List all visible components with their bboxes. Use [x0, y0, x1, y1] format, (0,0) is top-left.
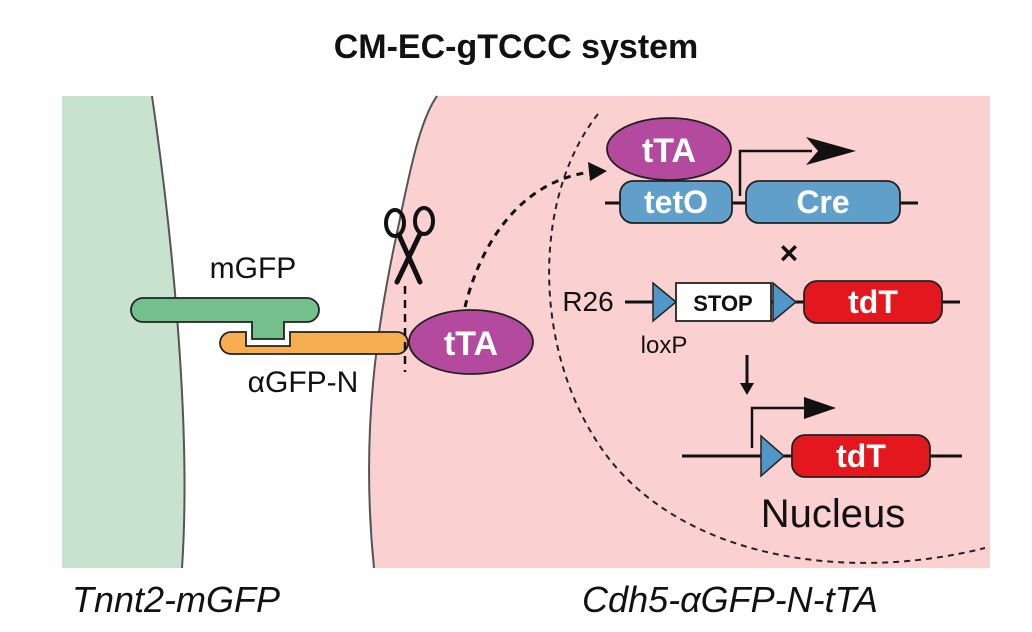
left-cell-label: Tnnt2-mGFP [72, 579, 280, 620]
tdt-element-after [791, 434, 931, 478]
tdt-transcription-arrowhead [804, 397, 836, 419]
nucleus-label: Nucleus [761, 492, 906, 536]
loxp-site-left [652, 281, 678, 323]
loxp-site-remaining [760, 434, 786, 478]
cardiomyocyte-membrane [151, 95, 186, 569]
translocation-arrow [463, 170, 593, 308]
teto-label: tetO [644, 184, 708, 220]
diagram-title: CM-EC-gTCCC system [334, 28, 699, 66]
tdt-element-before [803, 280, 943, 324]
cre-element [745, 180, 901, 224]
cardiomyocyte-cell [62, 96, 185, 568]
scissors-icon [384, 206, 435, 285]
cre-transcription-arrowhead [806, 137, 856, 165]
agfp-n-label: αGFP-N [248, 366, 359, 399]
mgfp-protein [130, 297, 320, 323]
tta-membrane-label: tTA [444, 325, 498, 363]
stop-label: STOP [693, 291, 753, 316]
mgfp-label: mGFP [210, 252, 297, 285]
tta-bound-protein [606, 117, 732, 181]
stop-cassette [675, 282, 772, 322]
tdt-label-before: tdT [848, 284, 898, 320]
translocation-arrowhead [588, 162, 607, 181]
nucleus-boundary [548, 113, 986, 564]
right-cell-label: Cdh5-αGFP-N-tTA [582, 579, 878, 620]
recombination-arrowhead [740, 383, 754, 395]
endothelial-membrane [368, 95, 438, 569]
cre-label: Cre [796, 184, 849, 220]
cre-transcription-arrow [738, 149, 812, 196]
teto-element [619, 180, 733, 224]
loxp-label: loxP [641, 332, 688, 359]
r26-label: R26 [562, 286, 613, 317]
tta-membrane-protein [408, 309, 534, 375]
cross-symbol: × [780, 235, 799, 271]
tta-bound-label: tTA [642, 132, 696, 170]
agfp-n-protein [219, 331, 409, 355]
mgfp-stem [251, 321, 285, 340]
loxp-site-right [772, 281, 798, 323]
tdt-transcription-arrow [750, 406, 808, 448]
tdt-label-after: tdT [836, 438, 886, 474]
